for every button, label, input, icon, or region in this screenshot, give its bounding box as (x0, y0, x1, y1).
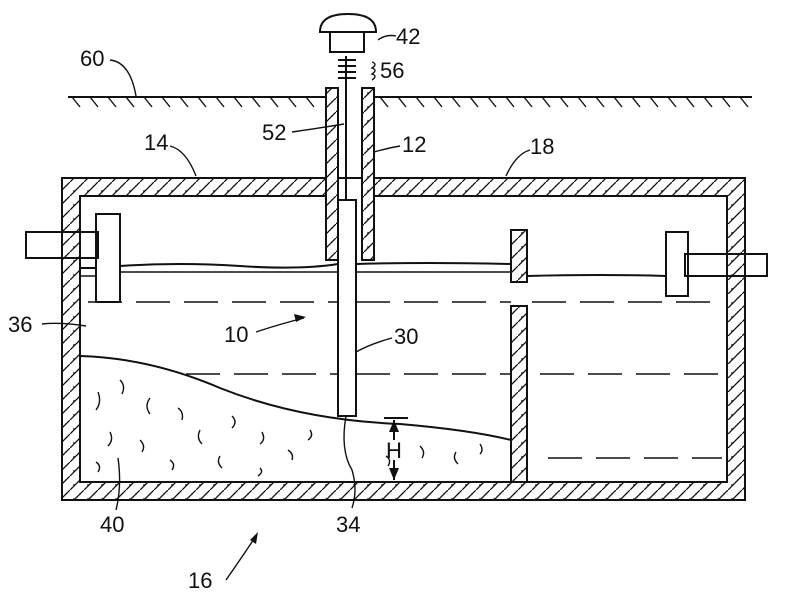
riser-tube (325, 87, 375, 261)
leader-lines (41, 34, 531, 581)
baffle (510, 229, 528, 283)
label-tube: 12 (402, 132, 426, 157)
spring (338, 56, 356, 88)
label-cap: 42 (396, 24, 420, 49)
label-lid-left: 14 (144, 130, 168, 155)
probe-tube (337, 199, 357, 417)
cap (318, 12, 378, 53)
ground-surface (68, 96, 752, 108)
label-lid-right: 18 (530, 134, 554, 159)
label-chamber: 10 (224, 322, 248, 347)
label-probe: 30 (394, 324, 418, 349)
outlet-pipe (665, 231, 768, 297)
partition-wall (510, 305, 528, 483)
label-inner-rod: 52 (262, 120, 286, 145)
label-height: H (386, 438, 402, 463)
sludge-layer (79, 355, 512, 477)
label-sludge: 40 (100, 512, 124, 537)
height-dimension (384, 417, 408, 480)
label-probe-tip: 34 (336, 512, 360, 537)
label-spring: 56 (380, 58, 404, 83)
label-liquid: 36 (8, 312, 32, 337)
label-ground: 60 (80, 46, 104, 71)
liquid-level (80, 262, 727, 459)
label-tank: 16 (188, 568, 212, 593)
probe-tip-line (343, 415, 356, 509)
